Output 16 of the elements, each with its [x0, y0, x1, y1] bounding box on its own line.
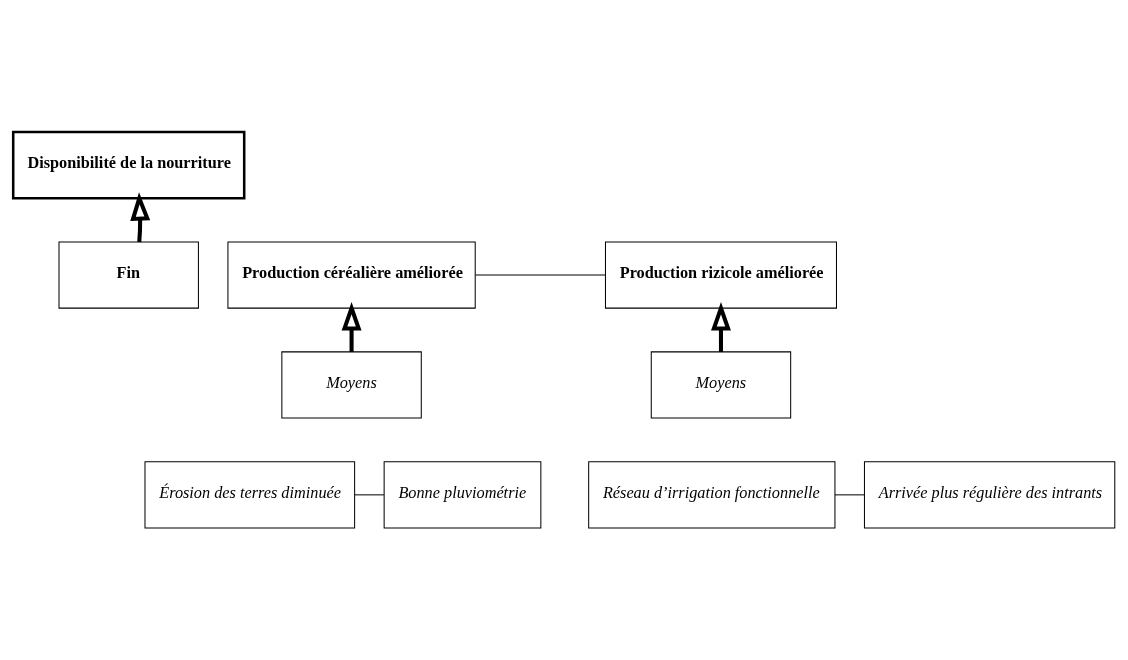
arrow: [711, 302, 731, 352]
node-box: Fin: [58, 241, 199, 309]
arrow: [341, 302, 362, 352]
node-box: Production céréalière améliorée: [227, 241, 476, 309]
connector: [834, 494, 865, 496]
node-box: Réseau d’irrigation fonctionnelle: [588, 461, 836, 529]
node-box: Arrivée plus régulière des intrants: [863, 461, 1116, 529]
node-box: Production rizicole améliorée: [604, 241, 837, 309]
connector: [354, 494, 385, 496]
connector: [474, 274, 606, 276]
node-box: Moyens: [650, 351, 792, 419]
arrow: [130, 192, 151, 243]
node-box: Moyens: [281, 351, 422, 419]
node-box: Bonne pluviométrie: [383, 461, 542, 529]
node-box: Érosion des terres diminuée: [144, 461, 356, 529]
node-box: Disponibilité de la nourriture: [11, 130, 246, 200]
